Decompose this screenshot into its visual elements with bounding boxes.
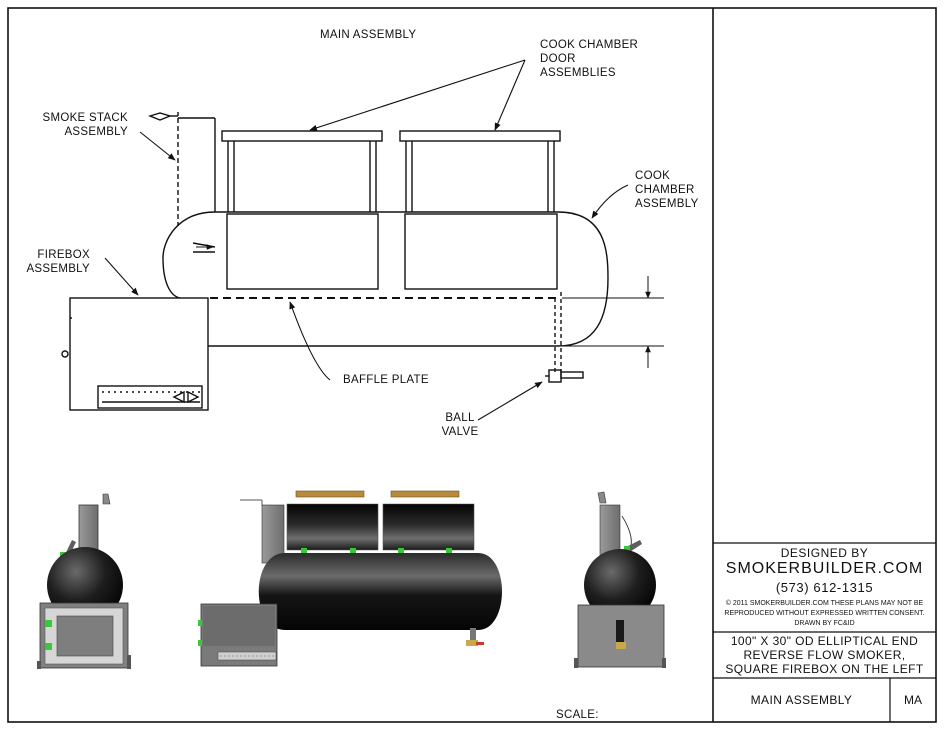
right-end-view [574, 491, 666, 668]
cook-chamber-doors [221, 130, 561, 212]
title-block-copyright-2: REPRODUCED WITHOUT EXPRESSED WRITTEN CON… [724, 610, 925, 617]
label-firebox-assembly: FIREBOX ASSEMBLY [26, 249, 90, 275]
title-block-sheet-name: MAIN ASSEMBLY [750, 693, 853, 707]
drawing-title: MAIN ASSEMBLY [320, 29, 417, 41]
leader-arrows [104, 59, 629, 421]
cook-chamber-body [162, 211, 609, 372]
scale-label: SCALE: [556, 709, 599, 721]
front-render-view [198, 490, 502, 667]
label-baffle-plate: BAFFLE PLATE [343, 374, 429, 386]
title-block-company: SMOKERBUILDER.COM [725, 560, 924, 577]
firebox [61, 297, 209, 411]
ball-valve [545, 369, 584, 383]
title-block-description-2: REVERSE FLOW SMOKER, [743, 648, 906, 662]
title-block-description-1: 100" X 30" OD ELLIPTICAL END [730, 634, 919, 648]
label-smoke-stack-assembly: SMOKE STACK ASSEMBLY [42, 112, 128, 138]
dimension-lines [196, 244, 664, 368]
title-block-copyright-1: © 2011 SMOKERBUILDER.COM THESE PLANS MAY… [725, 600, 924, 607]
title-block-drawn-by: DRAWN BY FC&ID [794, 620, 855, 627]
label-cook-chamber-door-assemblies: COOK CHAMBER DOOR ASSEMBLIES [540, 39, 639, 79]
title-block-description-3: SQUARE FIREBOX ON THE LEFT [725, 662, 924, 676]
title-block-sheet-code: MA [904, 693, 922, 707]
main-elevation-drawing [61, 59, 664, 421]
left-end-view [37, 493, 131, 669]
title-block-designed-by: DESIGNED BY [780, 546, 869, 560]
label-ball-valve: BALL VALVE [441, 412, 479, 438]
smoke-stack [147, 112, 216, 226]
title-block-phone: (573) 612-1315 [775, 580, 874, 595]
label-cook-chamber-assembly: COOK CHAMBER ASSEMBLY [635, 170, 699, 210]
sheet-border [7, 7, 937, 723]
